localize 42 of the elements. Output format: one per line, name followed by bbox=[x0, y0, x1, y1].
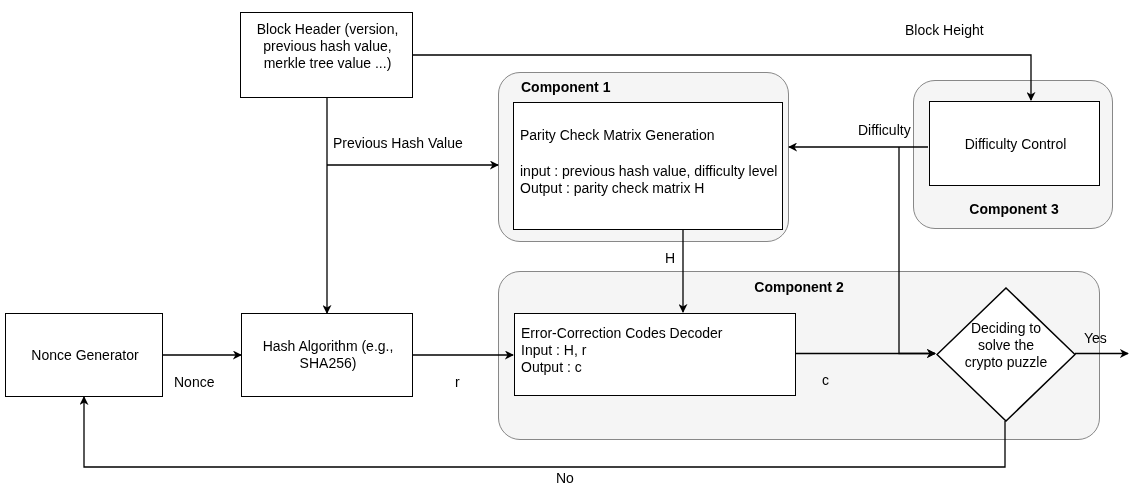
process-box bbox=[240, 12, 413, 98]
node-label: Hash Algorithm (e.g., SHA256) bbox=[261, 338, 395, 372]
edge-label: Difficulty bbox=[858, 122, 911, 138]
component-title: Component 2 bbox=[753, 279, 845, 296]
node-label: Nonce Generator bbox=[30, 347, 140, 364]
node-label: Input : H, r bbox=[521, 342, 588, 359]
arrow bbox=[322, 97, 332, 314]
node-label: input : previous hash value, difficulty level bbox=[520, 163, 779, 180]
arrow bbox=[678, 228, 688, 313]
arrow bbox=[412, 54, 1036, 101]
edge-label: No bbox=[556, 470, 574, 486]
arrow bbox=[1074, 349, 1129, 358]
process-box bbox=[241, 313, 413, 397]
node-label: Block Header (version, previous hash value, merkle tree value ...) bbox=[255, 21, 400, 72]
process-box bbox=[514, 313, 796, 396]
arrow bbox=[326, 160, 499, 170]
edge-label: Nonce bbox=[174, 374, 215, 390]
node-label: Error-Correction Codes Decoder bbox=[521, 325, 724, 342]
process-box bbox=[513, 102, 783, 230]
component-panel bbox=[498, 72, 789, 242]
arrow bbox=[788, 142, 929, 152]
edge-label: H bbox=[665, 250, 676, 266]
edge-label: r bbox=[455, 374, 460, 390]
decision-diamond bbox=[936, 287, 1076, 422]
edge-label: Block Height bbox=[905, 22, 984, 38]
edge-label: c bbox=[822, 372, 829, 388]
component-title: Component 1 bbox=[521, 79, 612, 96]
component-title: Component 3 bbox=[968, 201, 1060, 218]
process-box bbox=[929, 101, 1100, 186]
arrow bbox=[794, 349, 936, 358]
node-label: Output : parity check matrix H bbox=[520, 180, 706, 197]
arrow bbox=[79, 396, 1006, 468]
edge-label: Previous Hash Value bbox=[333, 135, 463, 151]
edge-label: Yes bbox=[1084, 330, 1107, 346]
component-panel bbox=[913, 80, 1113, 229]
node-label: Parity Check Matrix Generation bbox=[520, 127, 716, 144]
arrow bbox=[162, 350, 242, 360]
node-label: Deciding to solve the crypto puzzle bbox=[964, 320, 1048, 371]
node-label: Difficulty Control bbox=[963, 136, 1068, 153]
node-label: Output : c bbox=[521, 359, 583, 376]
arrow bbox=[412, 350, 514, 360]
process-box bbox=[5, 313, 163, 397]
